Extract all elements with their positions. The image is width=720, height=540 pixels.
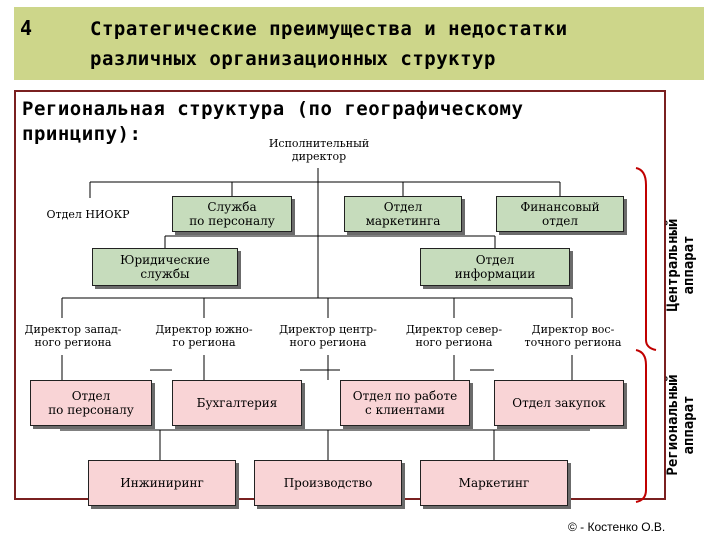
node-production: Производство: [254, 460, 402, 506]
slide-number: 4: [20, 16, 33, 40]
slide-title-line2: различных организационных структур: [90, 48, 496, 70]
node-hr-dept: Отдел по персоналу: [30, 380, 152, 426]
slide-title-line1: Стратегические преимущества и недостатки: [90, 18, 568, 40]
subtitle-line1: Региональная структура (по географическо…: [22, 98, 524, 120]
node-marketing: Маркетинг: [420, 460, 568, 506]
node-director-south: Директор южно- го региона: [148, 318, 260, 354]
node-legal: Юридические службы: [92, 248, 238, 286]
bracket-lines: [635, 167, 657, 503]
node-accounting: Бухгалтерия: [172, 380, 302, 426]
regional-apparatus-label: Региональный аппарат: [665, 374, 697, 476]
node-director-north: Директор север- ного региона: [396, 318, 512, 354]
copyright-note: © - Костенко О.В.: [568, 520, 666, 534]
subtitle-line2: принципу):: [22, 123, 142, 145]
node-finance: Финансовый отдел: [496, 196, 624, 232]
central-apparatus-label: Центральный аппарат: [665, 218, 697, 312]
node-exec-director: Исполнительный директор: [244, 133, 394, 167]
node-director-east: Директор вос- точного региона: [516, 318, 630, 354]
node-info: Отдел информации: [420, 248, 570, 286]
node-engineering: Инжиниринг: [88, 460, 236, 506]
node-niokr: Отдел НИОКР: [28, 198, 148, 230]
node-hr-service: Служба по персоналу: [172, 196, 292, 232]
node-client-dept: Отдел по работе с клиентами: [340, 380, 470, 426]
node-marketing-dept: Отдел маркетинга: [344, 196, 462, 232]
node-director-center: Директор центр- ного региона: [270, 318, 386, 354]
node-purchase: Отдел закупок: [494, 380, 624, 426]
title-banner: [14, 7, 704, 80]
node-director-west: Директор запад- ного региона: [20, 318, 126, 354]
